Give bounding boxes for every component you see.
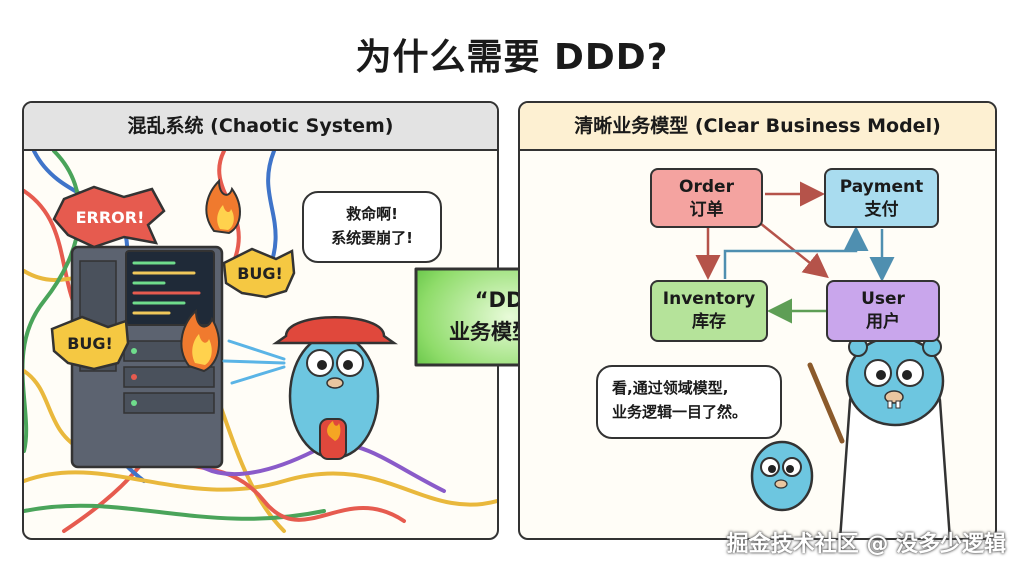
fire-icon bbox=[180, 308, 220, 373]
help-bubble-line1: 救命啊! bbox=[346, 205, 398, 223]
bug-tag: BUG! bbox=[50, 315, 130, 371]
chaotic-panel-header: 混乱系统 (Chaotic System) bbox=[24, 103, 497, 151]
inventory-box-en: Inventory bbox=[662, 289, 756, 309]
order-to-user-arrow bbox=[759, 222, 829, 279]
payment-box-en: Payment bbox=[839, 177, 924, 197]
clear-panel-header: 清晰业务模型 (Clear Business Model) bbox=[520, 103, 995, 151]
gopher-student bbox=[750, 440, 814, 512]
page-title: 为什么需要 DDD? bbox=[355, 37, 669, 78]
explain-bubble-line1: 看,通过领域模型, bbox=[612, 379, 729, 397]
bug-tag: BUG! bbox=[222, 247, 296, 299]
inventory-box: Inventory 库存 bbox=[650, 280, 768, 342]
payment-box-zh: 支付 bbox=[864, 200, 899, 220]
error-tag-label: ERROR! bbox=[76, 208, 145, 227]
order-box-zh: 订单 bbox=[689, 200, 724, 220]
inventory-to-payment-arrow bbox=[723, 226, 869, 279]
bug-tag-label: BUG! bbox=[67, 334, 113, 353]
error-tag: ERROR! bbox=[52, 185, 166, 249]
water-spray bbox=[222, 339, 286, 385]
user-box-en: User bbox=[861, 289, 905, 309]
fire-icon bbox=[205, 178, 241, 235]
gopher-firefighter bbox=[272, 316, 398, 460]
inventory-box-zh: 库存 bbox=[692, 312, 726, 332]
chaotic-illustration: ERROR! BUG! BUG! bbox=[24, 151, 497, 533]
gopher-teacher bbox=[807, 335, 952, 538]
explain-bubble-line2: 业务逻辑一目了然。 bbox=[612, 403, 748, 421]
user-box-zh: 用户 bbox=[866, 312, 900, 332]
order-box: Order 订单 bbox=[650, 168, 763, 228]
user-box: User 用户 bbox=[826, 280, 940, 342]
watermark: 掘金技术社区 @ 没多少逻辑 bbox=[726, 532, 1006, 557]
bug-tag-label: BUG! bbox=[237, 264, 283, 283]
payment-box: Payment 支付 bbox=[824, 168, 939, 228]
server-rack bbox=[70, 245, 224, 469]
clear-model-panel: 清晰业务模型 (Clear Business Model) bbox=[518, 101, 997, 540]
order-box-en: Order bbox=[679, 177, 734, 197]
help-speech-bubble: 救命啊! 系统要崩了! bbox=[302, 191, 442, 263]
explain-speech-bubble: 看,通过领域模型, 业务逻辑一目了然。 bbox=[596, 365, 782, 439]
help-bubble-line2: 系统要崩了! bbox=[331, 229, 413, 247]
domain-relations bbox=[695, 181, 952, 538]
